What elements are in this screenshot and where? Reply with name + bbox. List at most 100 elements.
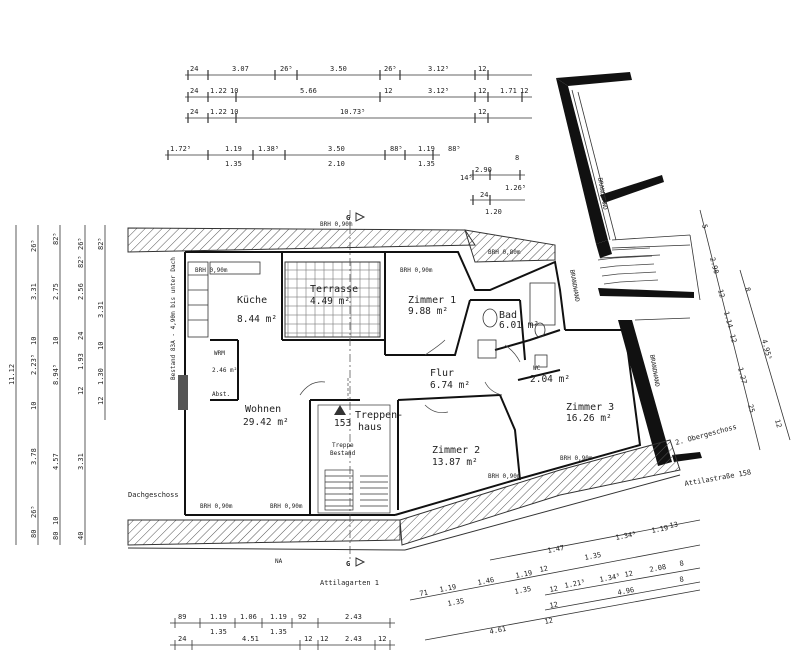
room-name-zimmer3: Zimmer 3 (566, 402, 614, 413)
dim-label: 3.31 (30, 283, 38, 300)
right-dimensions (699, 209, 791, 451)
dim-label: 1.21⁵ (564, 578, 586, 590)
chimney (178, 375, 188, 410)
street-label-attilastrasse: Attilastraße 158 (684, 468, 752, 488)
stair-arrow-icon (334, 405, 346, 415)
room-name-treppenhaus-1: Treppen- (355, 410, 403, 421)
dim-label: 12 (97, 397, 105, 405)
dim-label: 8 (679, 575, 685, 584)
dim-label: 3.12⁵ (428, 65, 449, 73)
street-line (404, 474, 681, 551)
dim-label: 1.47 (547, 544, 565, 555)
dim-label: 1.22 (210, 87, 227, 95)
dim-label: 89 (178, 613, 186, 621)
dim-label: 26⁵ (30, 505, 38, 518)
dim-label: 1.35 (210, 628, 227, 636)
dim-label: 1.19 (225, 145, 242, 153)
dim-label: 24 (190, 108, 198, 116)
dim-label: 10 (30, 337, 38, 345)
street-label-attilagarten: Attilagarten 1 (320, 579, 379, 587)
dim-label: 3.78 (30, 448, 38, 465)
dim-label: 12 (478, 87, 486, 95)
room-note-wrm: Abst. (212, 391, 230, 398)
dim-label: 12 (728, 333, 738, 343)
dim-label: 3.50 (328, 145, 345, 153)
brh-label: BRH 0,90m (200, 503, 233, 510)
room-name-zimmer1: Zimmer 1 (408, 295, 456, 306)
dim-label: 12 (378, 635, 386, 643)
dim-label: 8 (679, 559, 685, 568)
door-swings (299, 339, 521, 414)
dim-label: 24 (190, 87, 198, 95)
dim-label: 1.19 (651, 524, 669, 535)
dim-label: 4.51 (242, 635, 259, 643)
room-name-kueche: Küche (237, 295, 267, 306)
dim-label: 8 (515, 154, 519, 162)
dim-label: 88⁵ (390, 145, 403, 153)
dim-label: 2.08 (649, 563, 667, 574)
top-dimensions (165, 70, 532, 205)
dim-label: 10.73⁵ (340, 108, 365, 116)
dim-label: 4.61 (489, 625, 507, 636)
dim-label: 3.12⁵ (428, 87, 449, 95)
dim-label: 2.75 (52, 283, 60, 300)
dim-label: 12 (384, 87, 392, 95)
dim-label: 1.14 (722, 310, 734, 328)
dim-label: 1.27 (736, 366, 748, 384)
dim-label: 24 (178, 635, 186, 643)
left-dimensions (15, 225, 106, 545)
dim-label: 1.30 (97, 368, 105, 385)
dim-label: 92 (298, 613, 306, 621)
brh-label: BRH 0,90m (560, 455, 593, 462)
brh-label: BRH 0,90m (270, 503, 303, 510)
section-arrow-icon (355, 212, 366, 222)
bottom-right-dimensions (409, 519, 701, 641)
wall-note: Bestand 83A - 4,90m bis unter Dach (170, 257, 177, 380)
dim-label: 1.34⁵ (599, 572, 621, 584)
brh-label: BRH 0,90m (320, 221, 353, 228)
dim-label: 1.19 (418, 145, 435, 153)
dim-label: 2.43 (345, 635, 362, 643)
dim-label: 1.71 (500, 87, 517, 95)
dim-label: 3.31 (77, 453, 85, 470)
dim-label: 4.57 (52, 453, 60, 470)
left-dimension-labels: 11.12 26⁵ 3.31 10 2.23⁵ 10 3.78 26⁵ 80 8… (8, 232, 105, 540)
room-name-wrm: WRM (214, 350, 225, 357)
bottom-left-dimensions (170, 618, 395, 650)
dim-label: 10 (52, 337, 60, 345)
dim-label: 4.96 (617, 586, 635, 597)
dim-label: 24 (77, 332, 85, 340)
brh-label: BRH 0,90m (488, 473, 521, 480)
section-label-top: G (346, 214, 350, 222)
dim-label: 12 (549, 585, 559, 594)
room-name-wc: WC (533, 365, 541, 372)
dim-label: 12 (478, 65, 486, 73)
section-label-bottom: G (346, 560, 350, 568)
dim-label: 2.43 (345, 613, 362, 621)
dim-label: 10 (230, 108, 238, 116)
adjacent-building-lines (571, 89, 701, 321)
roof-edges (127, 227, 681, 546)
room-name-terrasse: Terrasse (310, 284, 358, 295)
dim-label: 1.19 (515, 569, 533, 580)
dim-label: 1.35 (447, 597, 465, 608)
dim-label: 71 (419, 589, 429, 598)
room-area-wohnen: 29.42 m² (243, 417, 289, 428)
dim-label: 25 (746, 403, 756, 413)
dim-label: 12 (539, 565, 549, 574)
stairwell (317, 404, 391, 514)
dim-label: 1.72⁵ (170, 145, 191, 153)
room-name-bad: Bad (499, 310, 517, 321)
bath-fixtures (477, 282, 556, 368)
dim-label: 1.06 (240, 613, 257, 621)
right-dimension-labels: 5 2.90 12 1.14 12 1.27 25 8 4.95⁵ 12 (700, 223, 783, 428)
room-area-terrasse: 4.49 m² (310, 296, 350, 307)
dim-label: 1.19 (210, 613, 227, 621)
dim-label: 1.93 (77, 353, 85, 370)
dim-label: 10 (230, 87, 238, 95)
dim-label: 1.35 (584, 551, 602, 562)
dim-label: 82⁵ (77, 255, 85, 268)
dim-label: 3.50 (330, 65, 347, 73)
